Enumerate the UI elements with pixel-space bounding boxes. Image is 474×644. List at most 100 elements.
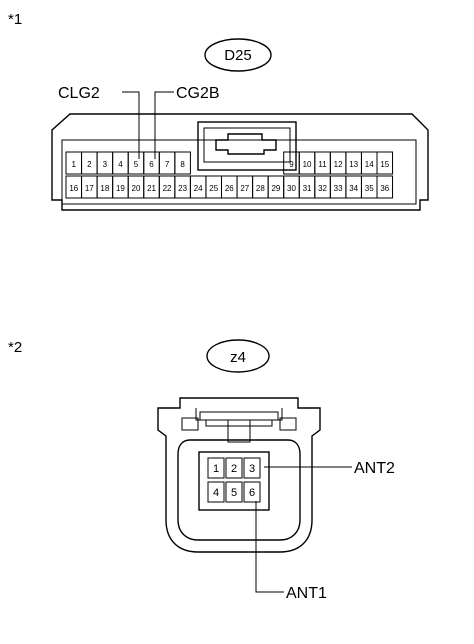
connector-id-badge-d25	[204, 38, 272, 72]
pin-cell-d25-22: 22	[158, 175, 176, 199]
connector-id-d25: D25	[224, 47, 252, 64]
pin-label: 10	[303, 160, 312, 169]
pin-cell-d25-14: 14	[360, 151, 378, 175]
pin-label: 34	[349, 184, 358, 193]
pin-label: 27	[240, 184, 249, 193]
pin-label: 17	[85, 184, 94, 193]
connector-id-badge-z4	[206, 339, 270, 373]
pin-label: 6	[249, 487, 255, 499]
pin-cell-d25-35: 35	[360, 175, 378, 199]
pin-cell-d25-10: 10	[298, 151, 316, 175]
pin-label: 33	[334, 184, 343, 193]
pin-cell-d25-19: 19	[112, 175, 129, 199]
connector-face-z4	[177, 439, 301, 541]
callout-leader-cg2b	[154, 91, 174, 159]
pin-cell-z4-1: 1	[207, 457, 225, 479]
pin-cell-z4-6: 6	[243, 481, 261, 503]
pin-label: 3	[103, 160, 108, 169]
pin-block-z4	[198, 451, 270, 511]
pin-cell-d25-36: 36	[376, 175, 394, 199]
pin-cell-d25-3: 3	[96, 151, 114, 175]
pin-cell-z4-3: 3	[243, 457, 261, 479]
pin-cell-d25-6: 6	[143, 151, 160, 175]
figure-1-marker: *1	[8, 11, 22, 28]
pin-label: 11	[318, 160, 327, 169]
pin-label: 14	[365, 160, 374, 169]
pin-label: 5	[231, 487, 237, 499]
pin-cell-d25-28: 28	[252, 175, 269, 199]
pin-label: 29	[271, 184, 280, 193]
pin-label: 18	[100, 184, 109, 193]
pin-label: 8	[180, 160, 185, 169]
latch-d25	[197, 121, 297, 171]
pin-cell-d25-11: 11	[314, 151, 331, 175]
pin-label: 6	[149, 160, 154, 169]
pin-cell-d25-21: 21	[143, 175, 160, 199]
pin-cell-d25-30: 30	[283, 175, 300, 199]
pin-label: 1	[213, 463, 219, 475]
pin-cell-d25-12: 12	[329, 151, 347, 175]
pin-cell-z4-4: 4	[207, 481, 225, 503]
callout-ant1: ANT1	[286, 585, 327, 602]
callout-leader-clg2	[122, 91, 140, 159]
pin-label: 4	[213, 487, 219, 499]
clip-right-z4	[279, 417, 297, 431]
pin-label: 9	[289, 160, 294, 169]
pin-label: 32	[318, 184, 327, 193]
pin-cell-d25-1: 1	[65, 151, 83, 175]
pin-cell-d25-32: 32	[314, 175, 331, 199]
pin-label: 20	[132, 184, 141, 193]
pin-label: 16	[69, 184, 78, 193]
pin-cell-d25-15: 15	[376, 151, 394, 175]
pin-cell-d25-25: 25	[205, 175, 222, 199]
pin-cell-d25-26: 26	[221, 175, 238, 199]
pin-label: 24	[194, 184, 203, 193]
pin-label: 5	[134, 160, 139, 169]
connector-housing-d25	[51, 113, 429, 211]
pin-label: 15	[380, 160, 389, 169]
pin-label: 19	[116, 184, 125, 193]
pin-cell-z4-2: 2	[225, 457, 243, 479]
pin-label: 4	[118, 160, 123, 169]
pin-cell-d25-5: 5	[127, 151, 145, 175]
pin-cell-d25-20: 20	[127, 175, 145, 199]
pin-label: 28	[256, 184, 265, 193]
pin-label: 23	[178, 184, 187, 193]
pin-label: 22	[163, 184, 172, 193]
pin-cell-d25-29: 29	[267, 175, 285, 199]
pin-label: 30	[287, 184, 296, 193]
pin-cell-d25-24: 24	[189, 175, 207, 199]
pin-cell-d25-23: 23	[174, 175, 191, 199]
pin-cell-d25-8: 8	[174, 151, 191, 175]
pin-cell-d25-18: 18	[96, 175, 114, 199]
pin-cell-d25-13: 13	[345, 151, 362, 175]
pin-label: 2	[87, 160, 92, 169]
connector-housing-z4	[157, 397, 321, 553]
figure-2-marker: *2	[8, 339, 22, 356]
pin-cell-d25-31: 31	[298, 175, 316, 199]
connector-id-z4: z4	[230, 349, 246, 366]
pin-label: 21	[147, 184, 156, 193]
key-z4	[227, 419, 251, 443]
pin-cell-d25-27: 27	[236, 175, 254, 199]
pin-label: 31	[303, 184, 312, 193]
lock-tab-z4	[195, 408, 283, 421]
pin-label: 7	[165, 160, 170, 169]
connector-face-d25	[61, 139, 417, 205]
callout-cg2b: CG2B	[176, 85, 220, 102]
pin-label: 26	[225, 184, 234, 193]
pin-label: 13	[349, 160, 358, 169]
pin-cell-d25-33: 33	[329, 175, 347, 199]
pin-label: 12	[334, 160, 343, 169]
pin-label: 25	[209, 184, 218, 193]
callout-leader-ant1	[255, 501, 284, 593]
pin-cell-d25-17: 17	[81, 175, 98, 199]
pin-cell-d25-2: 2	[81, 151, 98, 175]
pin-label: 3	[249, 463, 255, 475]
